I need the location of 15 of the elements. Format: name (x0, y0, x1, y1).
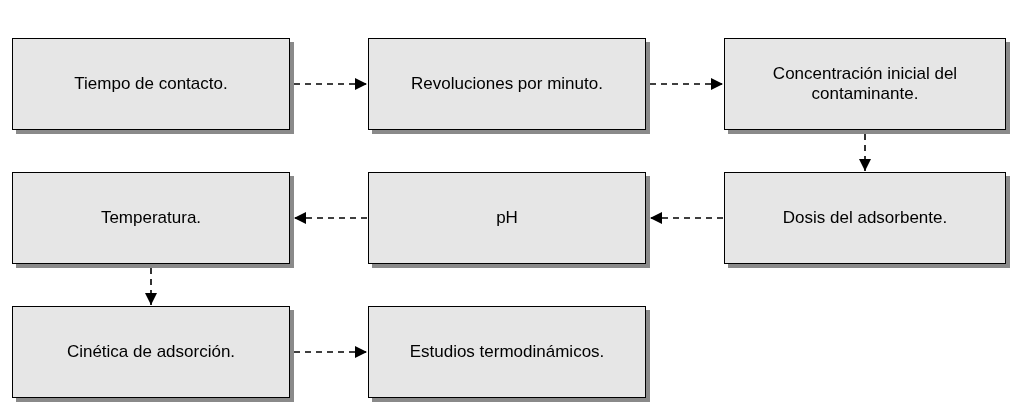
box-label: pH (496, 207, 518, 229)
arrow (293, 212, 368, 224)
box-label: Temperatura. (100, 207, 202, 229)
arrow (293, 78, 368, 90)
box-label: Cinética de adsorción. (66, 341, 236, 363)
box-label: Revoluciones por minuto. (411, 73, 603, 95)
box-label: Tiempo de contacto. (74, 73, 228, 95)
box-label: Dosis del adsorbente. (782, 207, 948, 229)
arrow (293, 346, 368, 358)
arrow (649, 212, 724, 224)
box-label: Concentración inicial del contaminante. (771, 63, 959, 105)
arrow (649, 78, 724, 90)
arrow (145, 267, 157, 306)
arrow (859, 133, 871, 172)
box-label: Estudios termodinámicos. (409, 341, 605, 363)
